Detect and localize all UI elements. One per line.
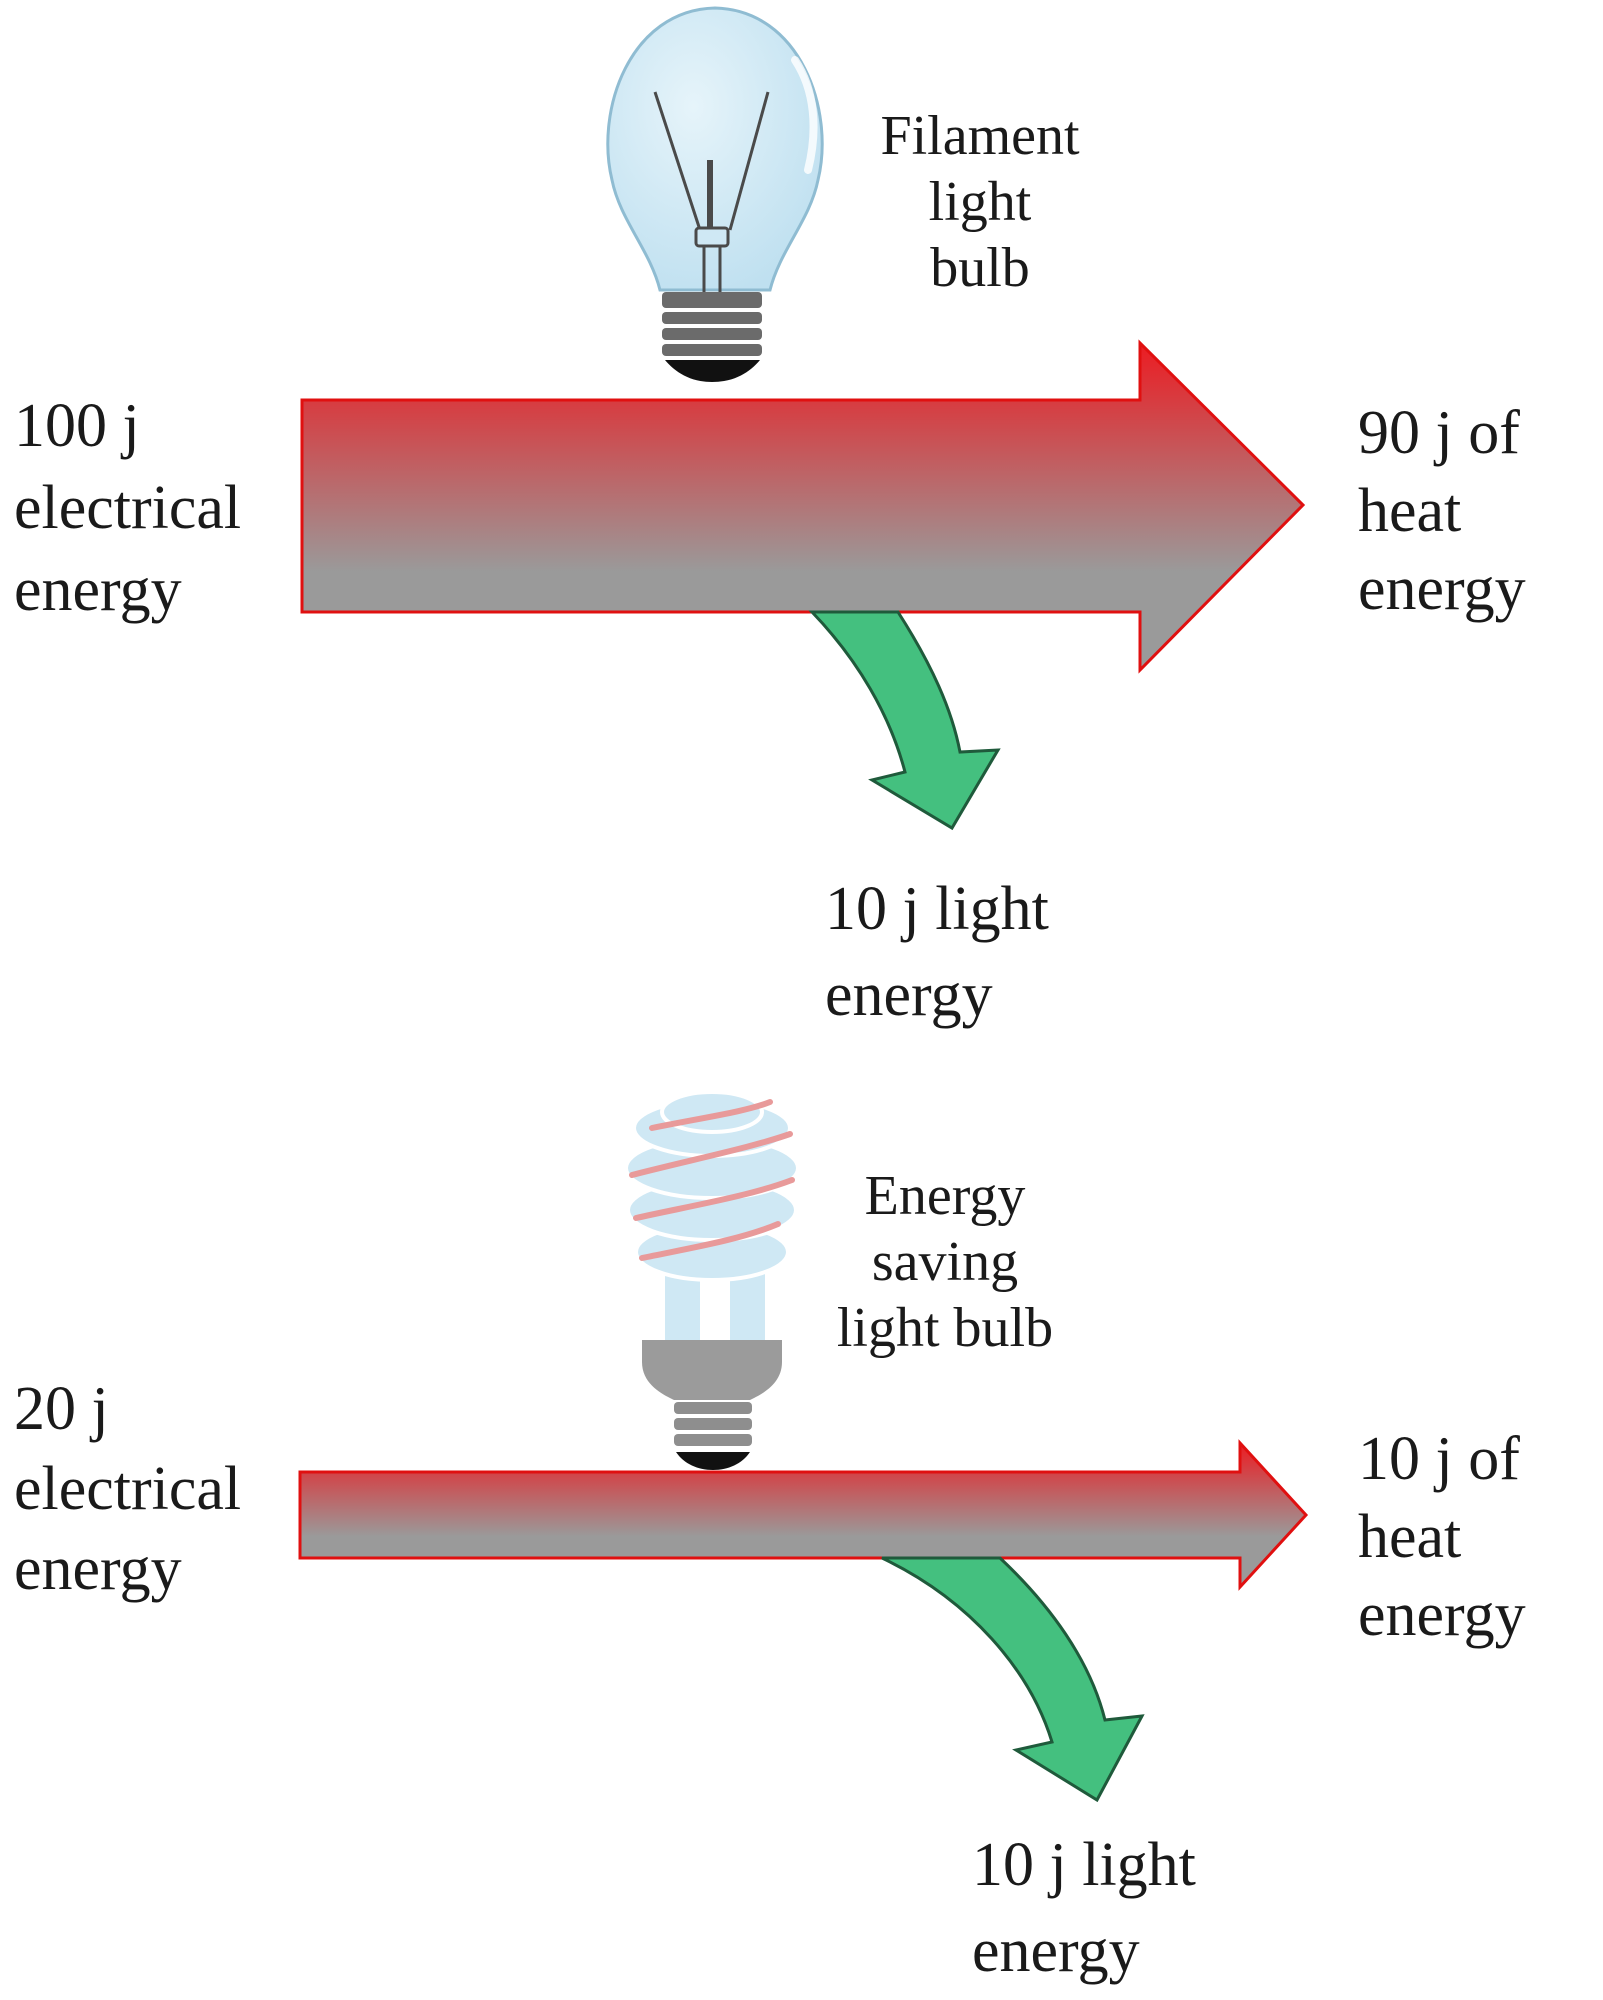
filament-bulb-icon	[606, 6, 824, 382]
energy-saving-light-label-line-2: energy	[972, 1917, 1140, 1985]
energy-saving-bulb-label-line-2: saving	[871, 1231, 1019, 1293]
filament-bulb-label-line-3: bulb	[930, 237, 1030, 299]
energy-saving-bulb-label: Energy saving light bulb	[825, 1168, 1065, 1356]
energy-saving-heat-label-line-1: 10 j of	[1358, 1425, 1520, 1493]
energy-saving-bulb-label-line-3: light bulb	[836, 1297, 1054, 1359]
energy-saving-light-label: 10 j light energy	[972, 1834, 1196, 1982]
energy-saving-bulb-label-line-1: Energy	[864, 1165, 1026, 1227]
energy-saving-input-label-line-3: energy	[14, 1535, 182, 1603]
energy-saving-bulb-icon	[624, 1090, 800, 1470]
energy-saving-heat-label-line-2: heat	[1358, 1503, 1462, 1571]
filament-input-label-line-2: electrical	[14, 474, 242, 542]
filament-bulb-label-line-1: Filament	[880, 105, 1080, 167]
energy-saving-light-arrow	[881, 1556, 1145, 1803]
filament-input-label: 100 j electrical energy	[14, 395, 241, 621]
filament-bulb-label-line-2: light	[928, 171, 1032, 233]
filament-bulb-label: Filament light bulb	[870, 108, 1090, 296]
filament-heat-arrow	[300, 339, 1306, 674]
filament-input-label-line-1: 100 j	[14, 392, 140, 460]
filament-input-label-line-3: energy	[14, 556, 182, 624]
energy-saving-input-label-line-1: 20 j	[14, 1375, 109, 1443]
filament-light-arrow	[808, 610, 1001, 831]
energy-saving-heat-label-line-3: energy	[1358, 1581, 1526, 1649]
energy-saving-heat-label: 10 j of heat energy	[1358, 1428, 1526, 1646]
energy-saving-input-label-line-2: electrical	[14, 1455, 242, 1523]
energy-saving-light-label-line-1: 10 j light	[972, 1831, 1196, 1899]
filament-light-label-line-1: 10 j light	[825, 875, 1049, 943]
filament-heat-label: 90 j of heat energy	[1358, 402, 1526, 620]
filament-heat-label-line-1: 90 j of	[1358, 399, 1520, 467]
filament-light-label: 10 j light energy	[825, 878, 1049, 1026]
energy-saving-heat-arrow	[298, 1439, 1309, 1591]
filament-light-label-line-2: energy	[825, 961, 993, 1029]
filament-heat-label-line-2: heat	[1358, 477, 1462, 545]
energy-saving-input-label: 20 j electrical energy	[14, 1378, 241, 1600]
filament-heat-label-line-3: energy	[1358, 555, 1526, 623]
